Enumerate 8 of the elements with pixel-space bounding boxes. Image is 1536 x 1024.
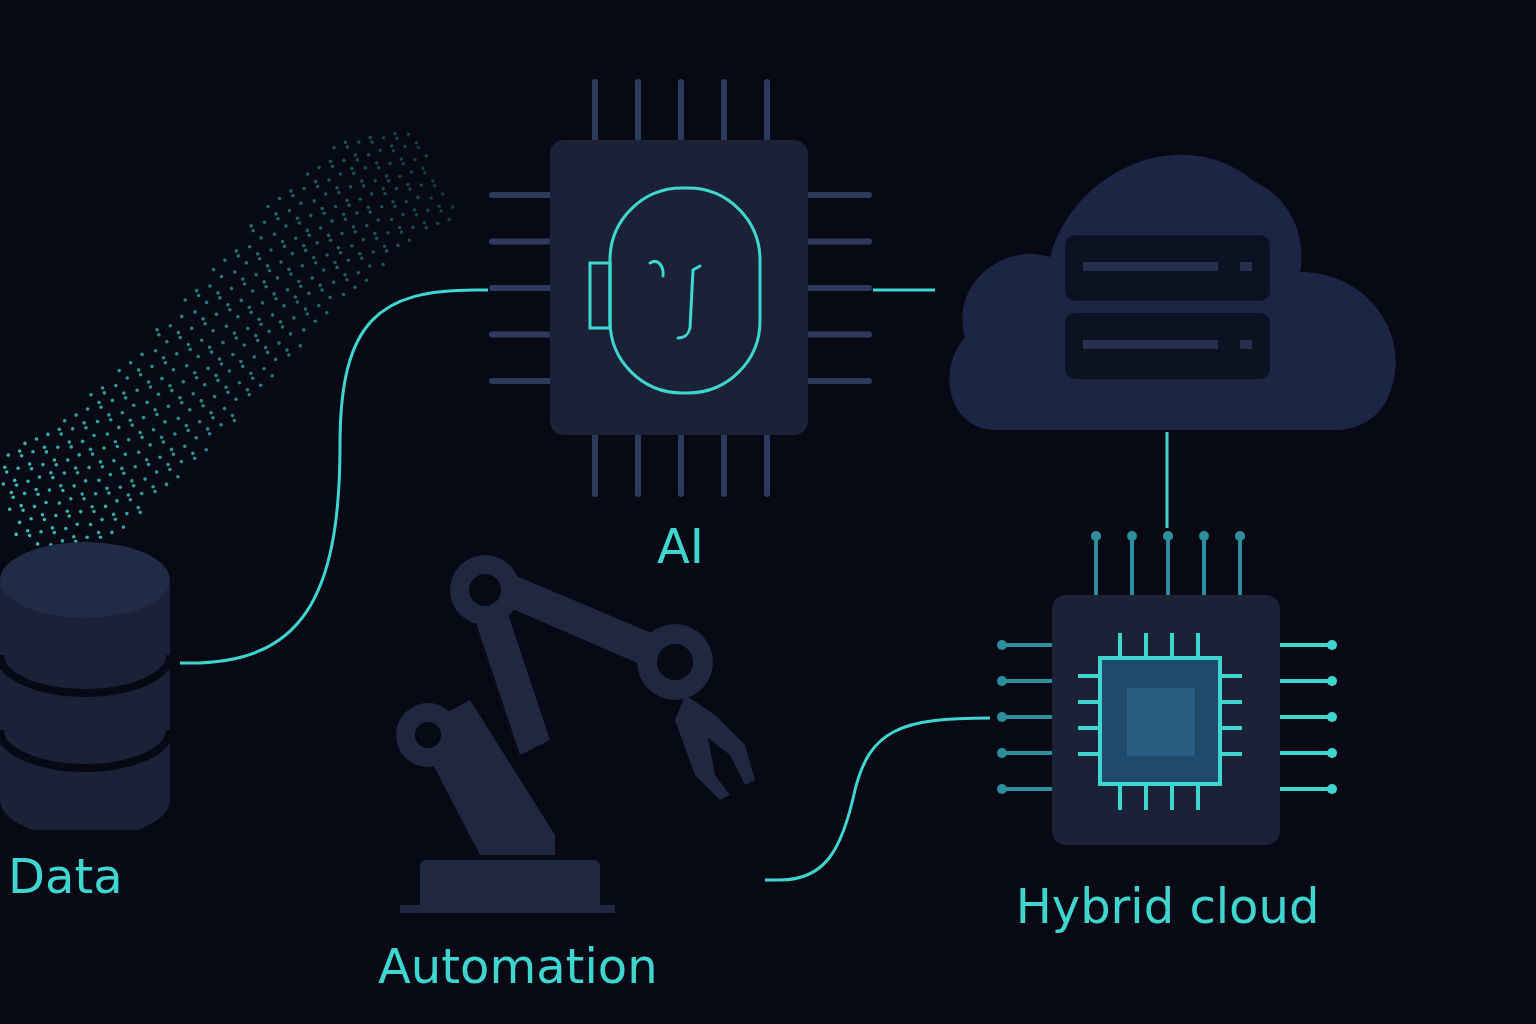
connector-line <box>180 288 488 665</box>
node-label: AI <box>656 518 705 574</box>
node-label: Hybrid cloud <box>1014 878 1321 934</box>
connector-line <box>873 288 935 292</box>
connector-line <box>765 716 990 882</box>
connector-line <box>1165 432 1169 528</box>
node-label: Automation <box>378 938 658 994</box>
node-label: Data <box>8 848 123 904</box>
